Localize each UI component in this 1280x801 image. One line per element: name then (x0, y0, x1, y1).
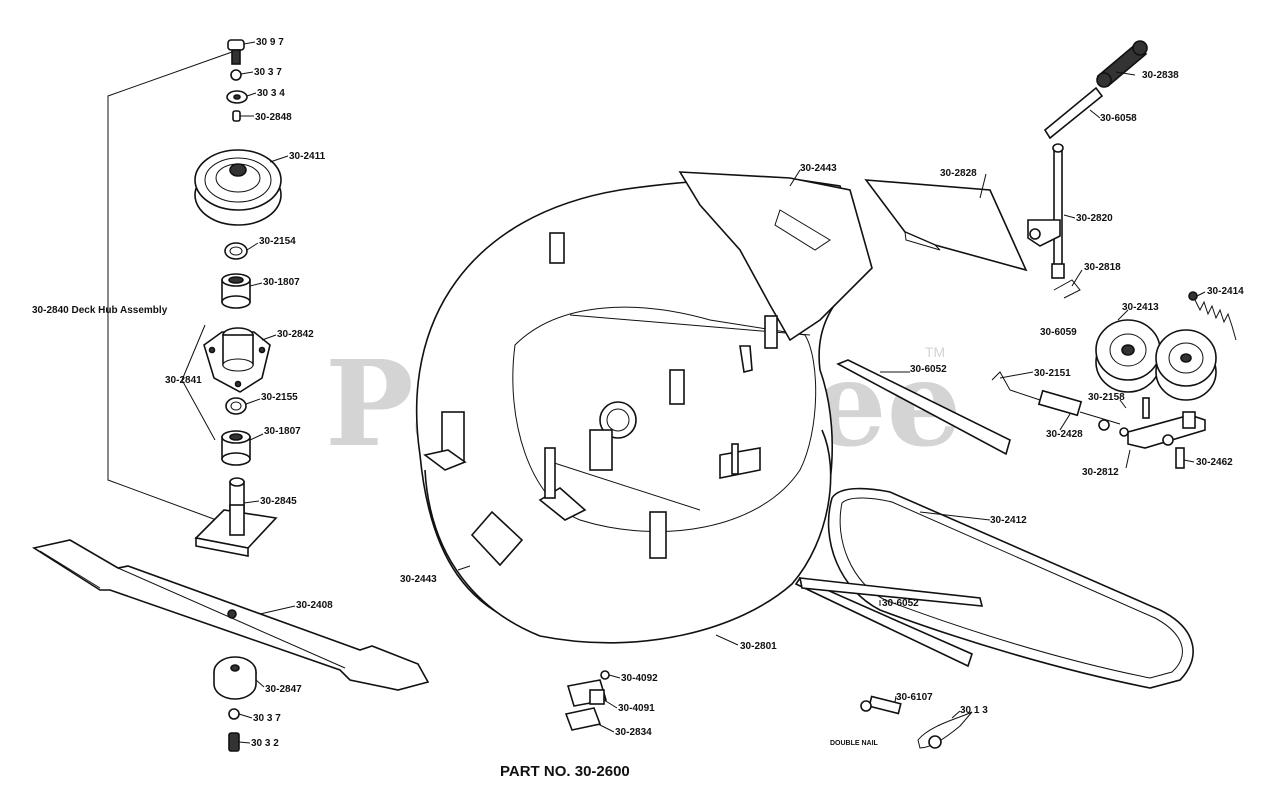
label-deck-pulley: 30-2411 (289, 151, 326, 162)
label-hairpin-note: DOUBLE NAIL (830, 740, 879, 747)
mower-blade[interactable] (31, 539, 430, 691)
top-washer[interactable] (226, 90, 248, 104)
label-lift-clip: 30-2818 (1084, 262, 1121, 273)
hairpin-cotter[interactable] (917, 711, 973, 749)
leader-lines (238, 41, 1206, 744)
handle-grip[interactable] (1096, 40, 1148, 88)
label-clevis: 30-6107 (896, 692, 933, 703)
label-spindle: 30-2845 (260, 496, 297, 507)
label-deck-chute: 30-2443 (800, 163, 837, 174)
top-nut[interactable] (230, 69, 242, 81)
label-handle-bar: 30-6058 (1100, 113, 1137, 124)
label-brace-lower: 30-6052 (882, 598, 919, 609)
label-bolt-bottom: 30 3 2 (251, 738, 279, 749)
mower-deck[interactable] (415, 171, 873, 644)
blade-adapter[interactable] (213, 656, 257, 700)
clevis-pin[interactable] (860, 695, 902, 715)
label-bolt-top: 30 9 7 (256, 37, 284, 48)
label-hub-assembly: 30-2840 Deck Hub Assembly (32, 305, 168, 316)
label-bracket-mid: 30-4091 (618, 703, 655, 714)
deck-pulley[interactable] (194, 149, 282, 226)
label-lift-rod: 30-2820 (1076, 213, 1113, 224)
label-deck: 30-2801 (740, 641, 777, 652)
label-rod-link: 30-2151 (1034, 368, 1071, 379)
label-spring: 30-2414 (1207, 286, 1244, 297)
discharge-deflector[interactable] (864, 179, 1028, 272)
label-bearing-upper: 30-1807 (263, 277, 300, 288)
top-key[interactable] (232, 110, 241, 122)
lift-rod[interactable] (1027, 143, 1065, 279)
upper-ring[interactable] (224, 242, 248, 260)
rod-link[interactable] (991, 371, 1129, 437)
tension-spring[interactable] (1188, 291, 1237, 341)
label-brace-upper: 30-6052 (910, 364, 947, 375)
label-belt: 30-2412 (990, 515, 1027, 526)
label-deflector: 30-2828 (940, 168, 977, 179)
label-blade: 30-2408 (296, 600, 333, 611)
idler-arm[interactable] (1127, 397, 1206, 469)
label-nut-top: 30 3 7 (254, 67, 282, 78)
callout-labels: 30 9 7 30 3 7 30 3 4 30-2848 30-2411 30-… (32, 37, 1244, 749)
label-bearing-lower: 30-1807 (264, 426, 301, 437)
spindle[interactable] (194, 477, 278, 557)
label-adapter: 30-2847 (265, 684, 302, 695)
label-bracket-top: 30-4092 (621, 673, 658, 684)
bracket-set[interactable] (564, 670, 610, 731)
label-idler-pulley: 30-2413 (1122, 302, 1159, 313)
lower-bearing[interactable] (221, 430, 251, 466)
handle-bar[interactable] (1043, 86, 1104, 140)
label-pin-right: 30-2462 (1196, 457, 1233, 468)
label-deck-shield: 30-2443 (400, 574, 437, 585)
label-ring-upper: 30-2154 (259, 236, 296, 247)
label-washer-top: 30 3 4 (257, 88, 285, 99)
label-bracket-bottom: 30-2834 (615, 727, 652, 738)
label-washer-bottom: 30 3 7 (253, 713, 281, 724)
drive-belt[interactable] (827, 487, 1194, 689)
label-turnbuckle: 30-2428 (1046, 429, 1083, 440)
label-housing-left: 30-2841 (165, 375, 202, 386)
label-idler-arm: 30-2812 (1082, 467, 1119, 478)
upper-bearing[interactable] (221, 273, 251, 309)
lower-brace[interactable] (794, 576, 984, 668)
part-number-title: PART NO. 30-2600 (500, 763, 630, 780)
top-bolt[interactable] (227, 39, 245, 65)
upper-brace[interactable] (836, 359, 1011, 456)
label-hairpin: 30 1 3 (960, 705, 988, 716)
label-key-top: 30-2848 (255, 112, 292, 123)
lift-clip[interactable] (1053, 279, 1081, 299)
label-spring-small: 30-2158 (1088, 392, 1125, 403)
hub-assembly-bracket-line (107, 51, 233, 526)
label-handle-grip: 30-2838 (1142, 70, 1179, 81)
lower-ring[interactable] (225, 397, 247, 415)
label-housing: 30-2842 (277, 329, 314, 340)
hub-housing[interactable] (203, 327, 271, 393)
idler-pulleys[interactable] (1095, 319, 1217, 401)
label-idler-left: 30-6059 (1040, 327, 1077, 338)
bottom-bolt[interactable] (228, 732, 240, 752)
bottom-washer[interactable] (228, 708, 240, 720)
label-ring-lower: 30-2155 (261, 392, 298, 403)
watermark-trademark: TM (925, 344, 945, 360)
